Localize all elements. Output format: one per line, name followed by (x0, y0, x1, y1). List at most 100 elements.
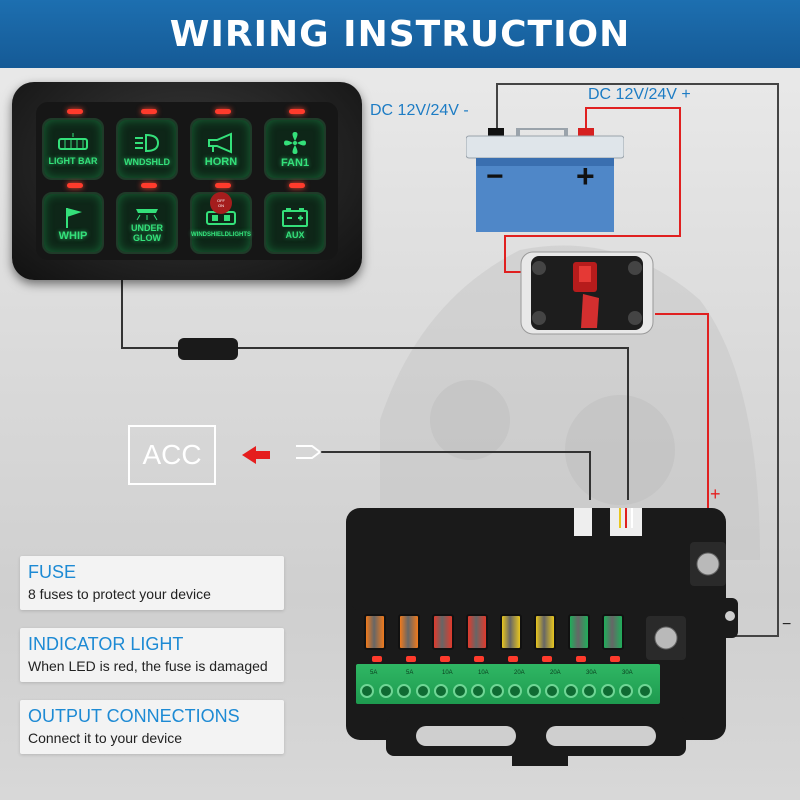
terminal-amp-label: 20A (514, 670, 525, 676)
switch-label: WHIP (58, 230, 88, 242)
box-negative-sign: − (782, 616, 792, 633)
terminal-screw[interactable] (378, 684, 393, 698)
flag-icon (66, 208, 82, 228)
card-description: 8 fuses to protect your device (28, 586, 211, 602)
info-card-output-connections: OUTPUT CONNECTIONS Connect it to your de… (20, 700, 284, 754)
header-banner: WIRING INSTRUCTION (0, 0, 800, 68)
terminal-screw[interactable] (452, 684, 467, 698)
terminal-amp-label: 5A (406, 670, 414, 676)
fuse-indicator-led (576, 656, 586, 662)
switch-horn[interactable]: HORN (190, 109, 252, 180)
switch-windshield-lights[interactable]: WINDSHIELDLIGHTS (190, 183, 252, 254)
switch-fan[interactable]: FAN1 (264, 109, 326, 180)
power-off-label: OFF (217, 198, 225, 203)
switch-windshield[interactable]: WNDSHLD (116, 109, 178, 180)
box-positive-sign: + (710, 484, 721, 504)
fuse[interactable] (432, 614, 454, 662)
terminal-screw[interactable] (360, 684, 374, 698)
card-description: When LED is red, the fuse is damaged (28, 658, 268, 674)
info-card-indicator-light: INDICATOR LIGHT When LED is red, the fus… (20, 628, 284, 682)
battery-icon (466, 128, 624, 232)
fuse-indicator-led (440, 656, 450, 662)
switch-label: AUX (285, 230, 305, 240)
power-on-label: ON (218, 203, 224, 208)
terminal-screw[interactable] (471, 684, 485, 698)
terminal-screw[interactable] (434, 684, 448, 698)
battery-positive-label: DC 12V/24V + (588, 86, 691, 103)
info-card-fuse: FUSE 8 fuses to protect your device (20, 556, 284, 610)
switch-indicator-led (289, 183, 305, 188)
battery-negative-label: DC 12V/24V - (370, 102, 469, 119)
switch-aux[interactable]: AUX (264, 183, 326, 254)
horn-icon (208, 132, 232, 154)
terminal-amp-label: 20A (550, 670, 561, 676)
fuse-indicator-led (406, 656, 416, 662)
terminal-amp-label: 5A (370, 670, 378, 676)
fuse[interactable] (534, 614, 556, 662)
battery-icon (282, 208, 308, 227)
acc-label-box: ACC (128, 425, 216, 485)
fuse-indicator-led (508, 656, 518, 662)
switch-label: WINDSHIELDLIGHTS (191, 232, 251, 238)
switch-label: LIGHT BAR (48, 156, 98, 166)
battery-plus-sign: + (576, 158, 595, 194)
switch-indicator-led (67, 109, 83, 114)
switch-label: HORN (204, 156, 238, 168)
underglow-icon (136, 209, 158, 221)
card-title: FUSE (28, 562, 77, 582)
terminal-screw[interactable] (582, 684, 596, 698)
switch-under-glow[interactable]: UNDER GLOW (116, 183, 178, 254)
fuse[interactable] (466, 614, 488, 662)
terminal-amp-label: 30A (586, 670, 597, 676)
switch-indicator-led (141, 109, 157, 114)
terminal-amp-label: 10A (478, 670, 489, 676)
switch-indicator-led (289, 109, 305, 114)
acc-label: ACC (142, 439, 202, 470)
card-title: INDICATOR LIGHT (28, 634, 184, 654)
fuse[interactable] (602, 614, 624, 662)
page-title: WIRING INSTRUCTION (169, 13, 631, 55)
terminal-screw[interactable] (563, 684, 578, 698)
card-title: OUTPUT CONNECTIONS (28, 706, 240, 726)
fuse-indicator-led (372, 656, 382, 662)
headlight-icon (135, 133, 160, 153)
fuse-indicator-led (542, 656, 552, 662)
terminal-screw[interactable] (600, 684, 615, 698)
terminal-screw[interactable] (545, 684, 559, 698)
battery-minus-sign: − (486, 160, 504, 193)
switch-label: WNDSHLD (124, 157, 170, 167)
switch-whip[interactable]: WHIP (42, 183, 104, 254)
fuse-indicator-led (474, 656, 484, 662)
switch-label: UNDER GLOW (130, 223, 163, 243)
light-bar-icon (58, 133, 88, 150)
fuse[interactable] (364, 614, 386, 662)
switch-indicator-led (141, 183, 157, 188)
cable-connector (178, 338, 238, 360)
terminal-screw[interactable] (415, 684, 430, 698)
terminal-amp-label: 10A (442, 670, 453, 676)
fuse[interactable] (398, 614, 420, 662)
switch-indicator-led (215, 109, 231, 114)
terminal-screw[interactable] (526, 684, 541, 698)
switch-label: FAN1 (280, 157, 310, 169)
switch-indicator-led (67, 183, 83, 188)
switch-indicator-led (215, 183, 231, 188)
terminal-screw[interactable] (508, 684, 522, 698)
output-terminal-block: 5A 5A 10A 10A 20A 20A 30A 30A (356, 664, 660, 704)
switch-panel: LIGHT BAR WNDSHLD HORN FAN1 WHIP UNDER G… (12, 82, 362, 280)
card-description: Connect it to your device (28, 730, 183, 746)
circuit-breaker (520, 251, 654, 335)
terminal-screw[interactable] (637, 684, 652, 698)
terminal-amp-label: 30A (622, 670, 633, 676)
switch-light-bar[interactable]: LIGHT BAR (42, 109, 104, 180)
fuse[interactable] (500, 614, 522, 662)
fan-icon (284, 132, 306, 154)
fuse[interactable] (568, 614, 590, 662)
terminal-screw[interactable] (489, 684, 504, 698)
terminal-screw[interactable] (397, 684, 411, 698)
fuse-indicator-led (610, 656, 620, 662)
terminal-screw[interactable] (619, 684, 633, 698)
